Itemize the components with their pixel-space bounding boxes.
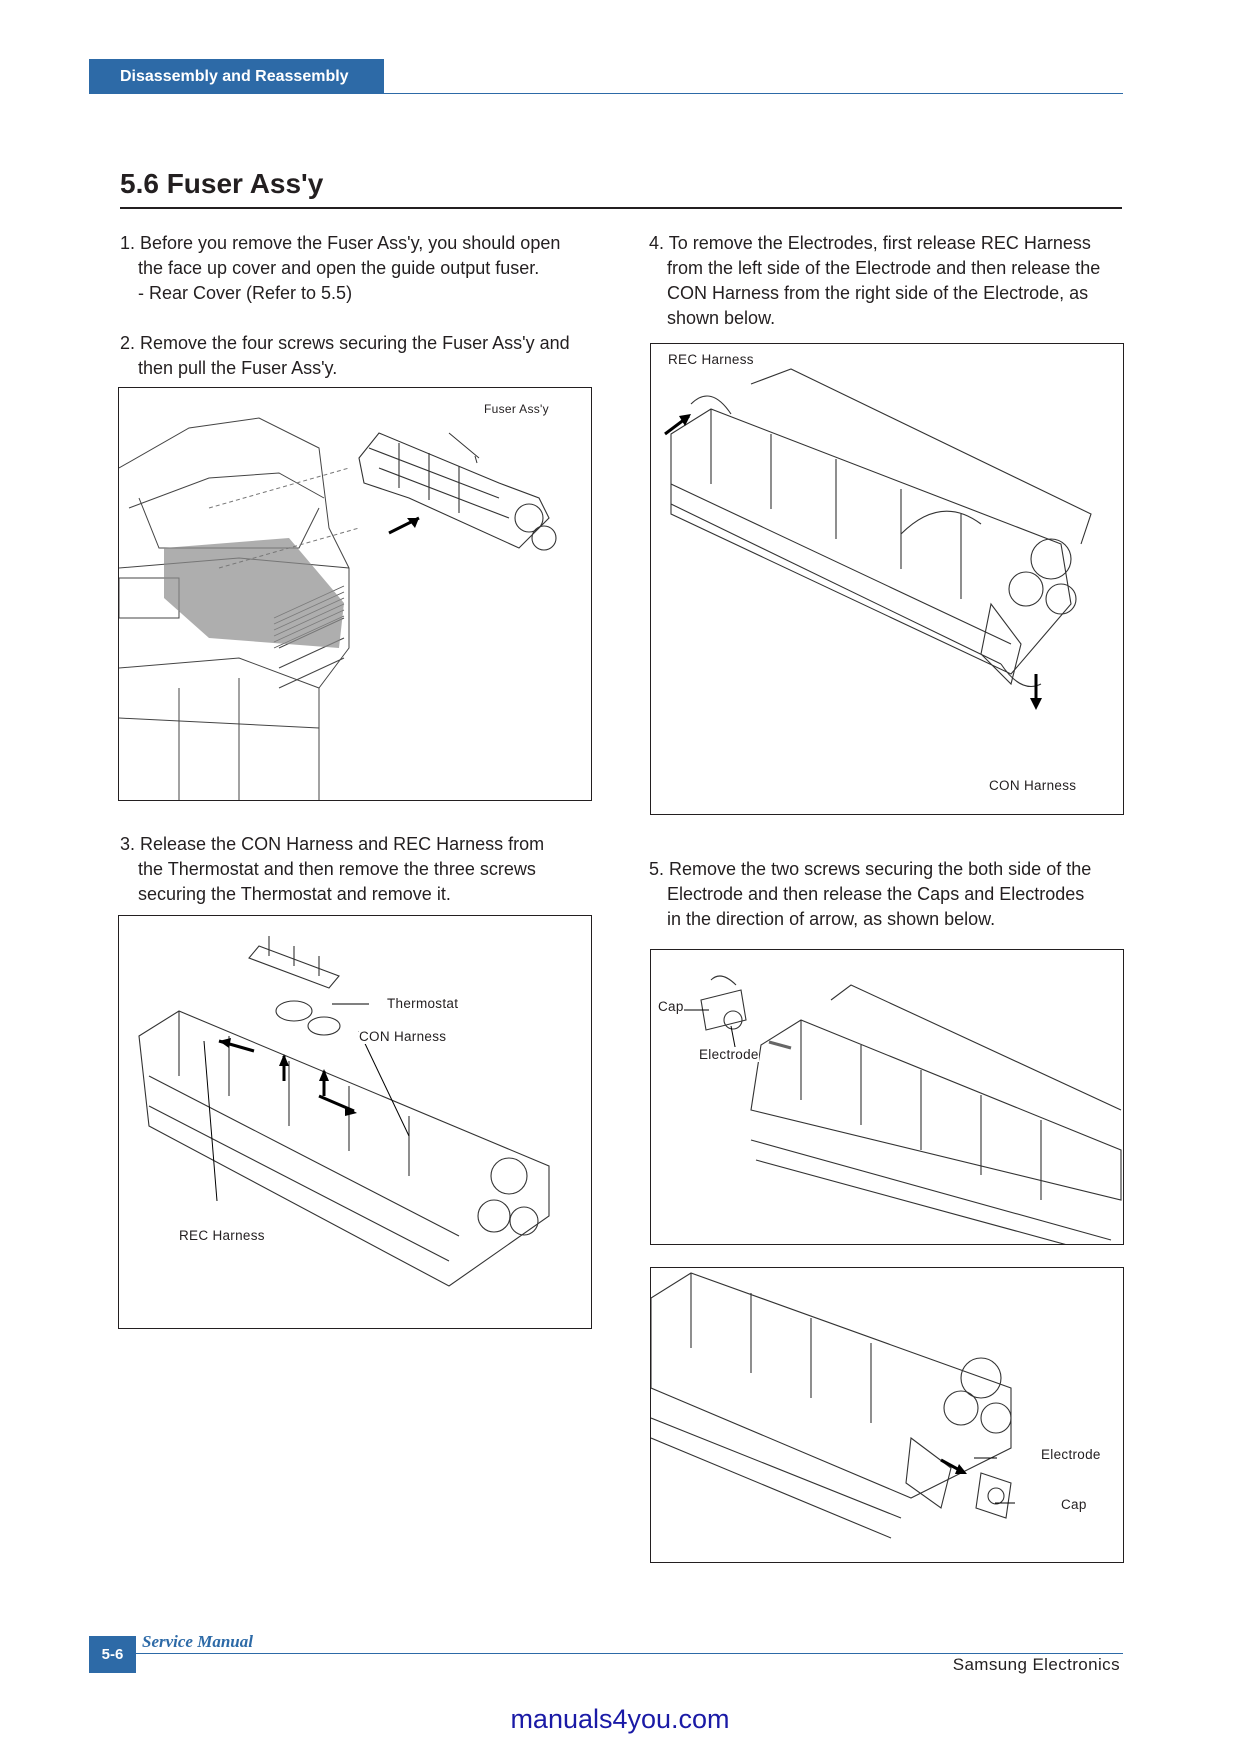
step-1-line-1: 1. Before you remove the Fuser Ass'y, yo… (120, 233, 561, 253)
fuser-assy-label: Fuser Ass'y (484, 402, 549, 416)
watermark-link[interactable]: manuals4you.com (510, 1704, 730, 1734)
step-3: 3. Release the CON Harness and REC Harne… (120, 832, 544, 907)
step-3-line-3: securing the Thermostat and remove it. (138, 884, 451, 904)
step-5-line-3: in the direction of arrow, as shown belo… (667, 909, 996, 929)
figure-thermostat-removal: Thermostat CON Harness REC Harness (118, 915, 592, 1329)
step-2-line-1: 2. Remove the four screws securing the F… (120, 333, 570, 353)
electrode-label: Electrode (699, 1047, 759, 1062)
electrode-harness-illustration (664, 368, 1092, 710)
step-2: 2. Remove the four screws securing the F… (120, 331, 570, 381)
step-4-line-1: 4. To remove the Electrodes, first relea… (649, 233, 1091, 253)
cap-label-2: Cap (1061, 1497, 1087, 1512)
footer-rule (136, 1653, 1123, 1654)
section-header-tab: Disassembly and Reassembly (89, 59, 384, 94)
step-1: 1. Before you remove the Fuser Ass'y, yo… (120, 231, 560, 306)
step-5: 5. Remove the two screws securing the bo… (649, 857, 1091, 932)
company-name: Samsung Electronics (952, 1655, 1120, 1674)
electrode-label-2: Electrode (1041, 1447, 1101, 1462)
thermostat-label: Thermostat (387, 996, 459, 1011)
figure-electrode-harness: REC Harness CON Harness (650, 343, 1124, 815)
cap-electrode-right-illustration (651, 1272, 1015, 1539)
step-1-line-2: the face up cover and open the guide out… (138, 258, 540, 278)
figure-cap-electrode-right: Electrode Cap (650, 1267, 1124, 1563)
service-manual-label: Service Manual (142, 1632, 253, 1651)
step-5-line-1: 5. Remove the two screws securing the bo… (649, 859, 1092, 879)
figure-fuser-removal: Fuser Ass'y (118, 387, 592, 801)
step-5-line-2: Electrode and then release the Caps and … (667, 884, 1085, 904)
con-harness-label-2: CON Harness (989, 778, 1077, 793)
rec-harness-label-2: REC Harness (668, 352, 754, 367)
step-4-line-2: from the left side of the Electrode and … (667, 258, 1101, 278)
thermostat-illustration (138, 936, 550, 1287)
step-3-line-1: 3. Release the CON Harness and REC Harne… (120, 834, 545, 854)
printer-illustration (119, 417, 557, 800)
header-rule (89, 93, 1123, 94)
step-1-line-3: - Rear Cover (Refer to 5.5) (138, 283, 353, 303)
step-4-line-3: CON Harness from the right side of the E… (667, 283, 1089, 303)
rec-harness-label: REC Harness (179, 1228, 265, 1243)
step-4-line-4: shown below. (667, 308, 776, 328)
cap-label: Cap (658, 999, 684, 1014)
cap-electrode-left-illustration (684, 975, 1122, 1244)
con-harness-label: CON Harness (359, 1029, 447, 1044)
page-number: 5-6 (89, 1636, 136, 1673)
step-2-line-2: then pull the Fuser Ass'y. (138, 358, 338, 378)
page-title: 5.6 Fuser Ass'y (120, 168, 324, 199)
title-rule (120, 207, 1122, 209)
step-3-line-2: the Thermostat and then remove the three… (138, 859, 536, 879)
step-4: 4. To remove the Electrodes, first relea… (649, 231, 1100, 331)
figure-cap-electrode-left: Cap Electrode (650, 949, 1124, 1245)
